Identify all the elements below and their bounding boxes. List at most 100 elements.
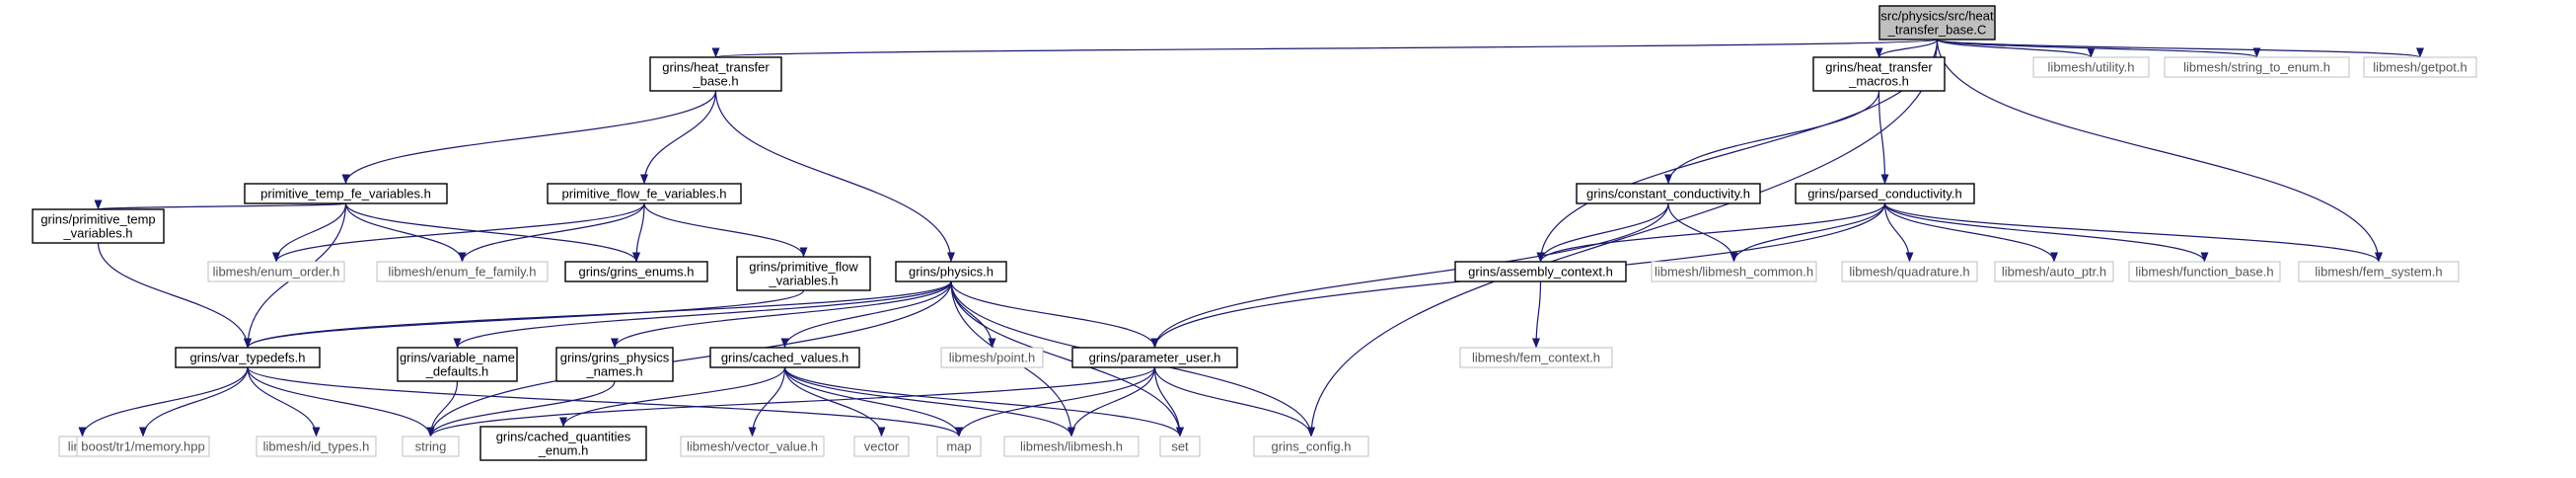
node-box xyxy=(2363,56,2477,78)
edge-gptv-to-vartd xyxy=(97,242,252,349)
graph-node-phys[interactable]: grins/physics.h xyxy=(895,261,1007,282)
graph-node-vector: vector xyxy=(853,436,910,457)
node-box xyxy=(1878,5,1996,40)
graph-node-vecval: libmesh/vector_value.h xyxy=(680,436,825,457)
graph-node-pffe[interactable]: primitive_flow_fe_variables.h xyxy=(547,183,742,204)
node-label: grins/parameter_user.h xyxy=(1089,351,1221,365)
nodes-layer: src/physics/src/heat_transfer_base.Cgrin… xyxy=(32,5,2477,461)
graph-node-cc[interactable]: grins/constant_conductivity.h xyxy=(1576,183,1761,204)
node-label: _variables.h xyxy=(768,274,838,288)
graph-node-htm[interactable]: grins/heat_transfer_macros.h xyxy=(1812,56,1946,92)
node-box xyxy=(555,347,674,382)
edge-phys-to-cv xyxy=(780,280,952,349)
edge-ptfe-to-enumorder xyxy=(272,202,347,263)
edge-phys-to-vnd xyxy=(453,280,952,349)
edge-pu-to-map xyxy=(955,366,1156,438)
edge-pffe-to-genums xyxy=(632,202,645,263)
node-label: libmesh/enum_fe_family.h xyxy=(388,265,536,279)
node-box xyxy=(1003,436,1140,457)
node-box xyxy=(1576,183,1761,204)
graph-node-pc[interactable]: grins/parsed_conductivity.h xyxy=(1795,183,1975,204)
graph-node-cqe[interactable]: grins/cached_quantities_enum.h xyxy=(479,426,647,461)
graph-node-ptfe[interactable]: primitive_temp_fe_variables.h xyxy=(244,183,448,204)
edge-pc-to-funcbase xyxy=(1883,202,2209,263)
node-box xyxy=(397,347,518,382)
graph-node-idtypes: libmesh/id_types.h xyxy=(256,436,377,457)
node-label: libmesh/utility.h xyxy=(2048,60,2135,75)
graph-node-lmcommon: libmesh/libmesh_common.h xyxy=(1651,261,1817,282)
graph-node-root[interactable]: src/physics/src/heat_transfer_base.C xyxy=(1878,5,1996,40)
node-label: grins/physics.h xyxy=(909,265,994,279)
node-box xyxy=(76,436,210,457)
edge-root-to-s2e xyxy=(1936,39,2261,58)
node-box xyxy=(2164,56,2350,78)
node-box xyxy=(2298,261,2460,282)
node-box xyxy=(547,183,742,204)
node-box xyxy=(1253,436,1369,457)
node-box xyxy=(1459,347,1613,368)
edge-vartd-to-boost xyxy=(139,366,249,438)
node-label: libmesh/string_to_enum.h xyxy=(2183,60,2330,75)
graph-node-s2e: libmesh/string_to_enum.h xyxy=(2164,56,2350,78)
node-label: grins/cached_quantities xyxy=(496,430,631,444)
node-label: grins/grins_physics xyxy=(560,351,670,365)
graph-node-string: string xyxy=(402,436,460,457)
node-box xyxy=(1994,261,2114,282)
graph-node-htb[interactable]: grins/heat_transfer_base.h xyxy=(649,56,782,92)
node-label: primitive_flow_fe_variables.h xyxy=(562,187,727,201)
graph-node-cv[interactable]: grins/cached_values.h xyxy=(709,347,860,368)
graph-node-enumorder: libmesh/enum_order.h xyxy=(207,261,345,282)
graph-node-gpn[interactable]: grins/grins_physics_names.h xyxy=(555,347,674,382)
node-box xyxy=(853,436,910,457)
graph-node-boost: boost/tr1/memory.hpp xyxy=(76,436,210,457)
graph-node-femsys: libmesh/fem_system.h xyxy=(2298,261,2460,282)
node-label: grins/grins_enums.h xyxy=(578,265,694,279)
graph-node-vartd[interactable]: grins/var_typedefs.h xyxy=(175,347,321,368)
edge-pu-to-set xyxy=(1153,366,1184,438)
node-label: _macros.h xyxy=(1848,74,1909,89)
edge-pc-to-lmcommon xyxy=(1730,202,1886,263)
graph-node-gconfig: grins_config.h xyxy=(1253,436,1369,457)
graph-node-set: set xyxy=(1159,436,1201,457)
graph-node-actx[interactable]: grins/assembly_context.h xyxy=(1454,261,1627,282)
node-label: grins/primitive_temp xyxy=(40,212,155,227)
node-label: set xyxy=(1171,439,1189,454)
node-label: grins/var_typedefs.h xyxy=(189,351,305,365)
edge-phys-to-string xyxy=(426,280,952,438)
edge-vartd-to-idtypes xyxy=(247,366,321,438)
edge-actx-to-femctx xyxy=(1532,280,1542,349)
edge-phys-to-vartd xyxy=(244,280,952,349)
node-box xyxy=(709,347,860,368)
graph-node-getpot: libmesh/getpot.h xyxy=(2363,56,2477,78)
node-label: map xyxy=(946,439,971,454)
graph-node-pu[interactable]: grins/parameter_user.h xyxy=(1071,347,1238,368)
edge-ptfe-to-genums xyxy=(344,202,640,263)
node-label: libmesh/vector_value.h xyxy=(687,439,818,454)
edge-cv-to-vecval xyxy=(748,366,786,438)
node-label: vector xyxy=(864,439,900,454)
graph-node-map: map xyxy=(936,436,982,457)
node-label: grins/heat_transfer xyxy=(1825,60,1933,75)
node-box xyxy=(376,261,549,282)
edge-pu-to-gconfig xyxy=(1153,366,1315,438)
node-label: libmesh/auto_ptr.h xyxy=(2002,265,2106,279)
node-label: primitive_temp_fe_variables.h xyxy=(260,187,431,201)
node-box xyxy=(479,426,647,461)
node-box xyxy=(32,208,165,244)
edge-vartd-to-string xyxy=(247,366,435,438)
graph-node-gpfv[interactable]: grins/primitive_flow_variables.h xyxy=(736,256,871,291)
edge-cc-to-actx xyxy=(1536,202,1669,263)
edge-pffe-to-enumfe xyxy=(458,202,645,263)
graph-node-genums[interactable]: grins/grins_enums.h xyxy=(564,261,708,282)
node-box xyxy=(940,347,1044,368)
node-box xyxy=(564,261,708,282)
graph-node-gptv[interactable]: grins/primitive_temp_variables.h xyxy=(32,208,165,244)
node-box xyxy=(1454,261,1627,282)
node-box xyxy=(936,436,982,457)
node-label: boost/tr1/memory.hpp xyxy=(81,439,204,454)
node-box xyxy=(1159,436,1201,457)
edge-root-to-util xyxy=(1936,39,2096,58)
edge-pc-to-actx xyxy=(1536,202,1886,263)
node-box xyxy=(736,256,871,291)
graph-node-vnd[interactable]: grins/variable_name_defaults.h xyxy=(397,347,518,382)
